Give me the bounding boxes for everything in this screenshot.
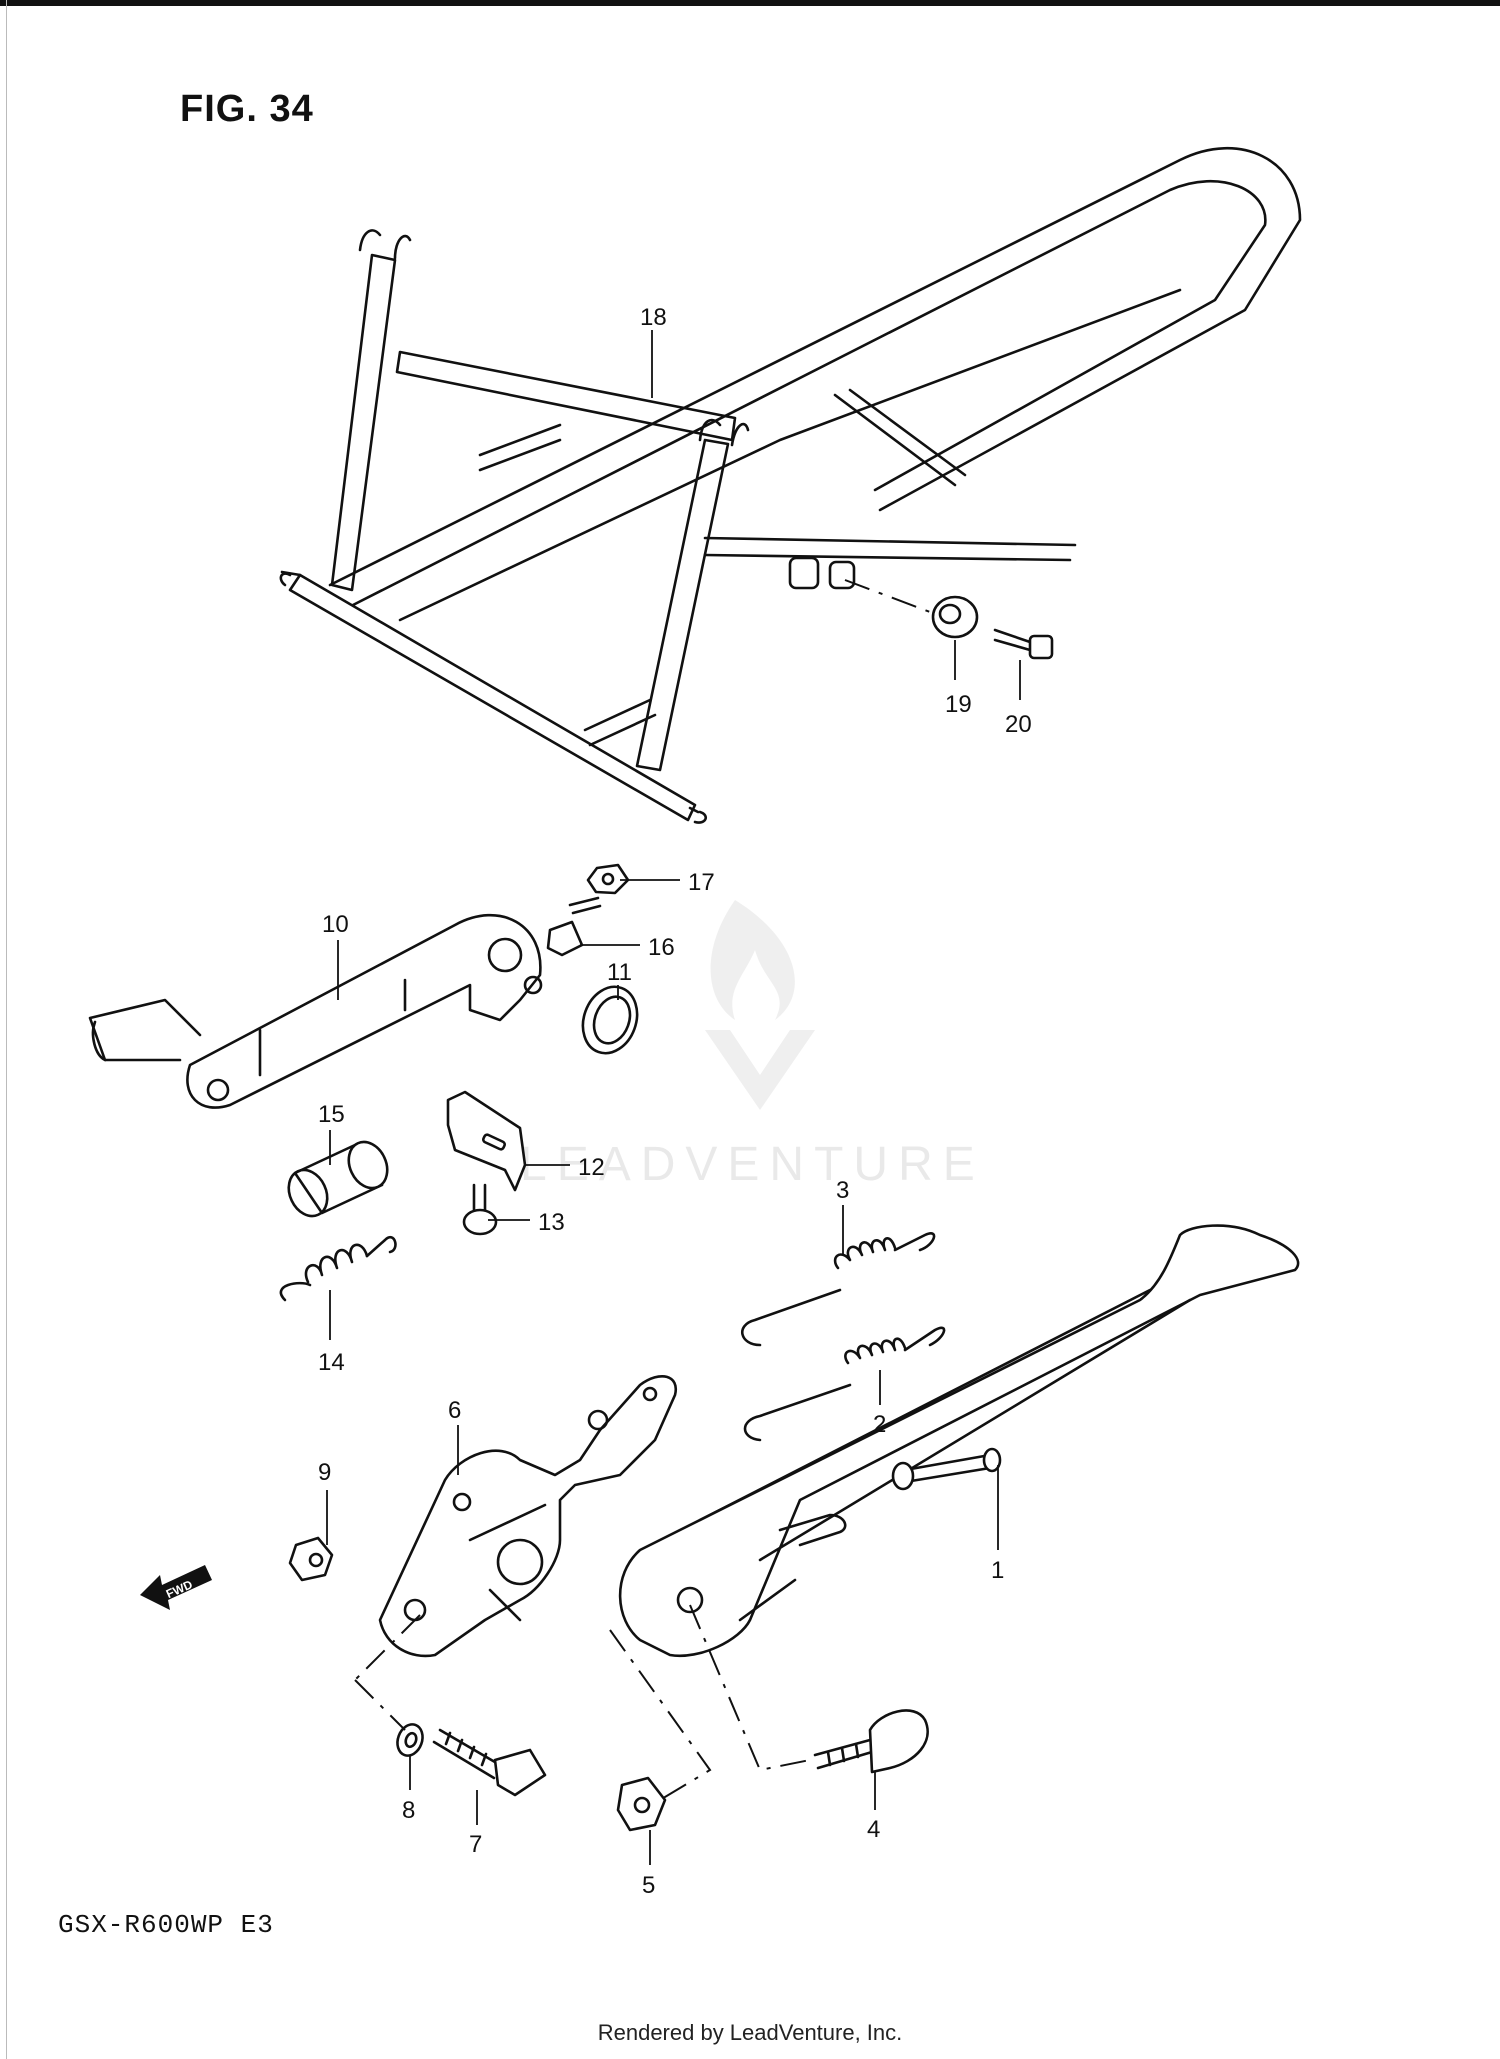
collar-15	[287, 1140, 389, 1218]
model-code: GSX-R600WP E3	[58, 1910, 274, 1940]
callout-1: 1	[991, 1557, 1004, 1584]
nut-9	[288, 1536, 334, 1582]
leader-lines	[326, 330, 1021, 1865]
rear-stand-frame	[279, 146, 1302, 824]
washer-11	[581, 985, 639, 1055]
callout-numbers: 18 19 20 17 16 10 11 12 13 15 14 3 2 1 6…	[318, 304, 1032, 1899]
spring-2	[743, 1326, 946, 1442]
callout-16: 16	[648, 934, 675, 961]
callout-2: 2	[873, 1411, 886, 1438]
bolt-4	[813, 1709, 929, 1774]
watermark-logo: LEADVENTURE	[520, 900, 985, 1191]
callout-8: 8	[402, 1797, 415, 1824]
spring-3	[741, 1232, 936, 1347]
assembly-lines	[354, 579, 931, 1801]
fwd-label: FWD	[164, 1577, 195, 1601]
nut-5	[616, 1776, 667, 1832]
bracket-12	[446, 1090, 527, 1192]
collar-19	[931, 595, 979, 639]
footer-credit: Rendered by LeadVenture, Inc.	[597, 2020, 903, 2045]
callout-13: 13	[538, 1209, 565, 1236]
left-border	[6, 0, 7, 2059]
callout-15: 15	[318, 1101, 345, 1128]
callout-6: 6	[448, 1397, 461, 1424]
fwd-arrow-icon: FWD	[140, 1565, 212, 1610]
washer-8	[396, 1723, 424, 1757]
callout-20: 20	[1005, 711, 1032, 738]
callout-19: 19	[945, 691, 972, 718]
callout-18: 18	[640, 304, 667, 331]
callout-5: 5	[642, 1872, 655, 1899]
screw-13	[462, 1183, 498, 1236]
nut-17	[586, 863, 630, 895]
watermark-text: LEADVENTURE	[520, 1138, 985, 1191]
callout-12: 12	[578, 1154, 605, 1181]
bolt-16	[546, 896, 602, 957]
callout-3: 3	[836, 1177, 849, 1204]
bolt-20	[993, 628, 1054, 660]
stand-bracket-6	[378, 1375, 678, 1658]
callout-10: 10	[322, 911, 349, 938]
side-stand-1	[618, 1224, 1300, 1658]
stand-lever-10	[88, 914, 543, 1109]
callout-4: 4	[867, 1816, 880, 1843]
figure-title: FIG. 34	[180, 88, 314, 130]
callout-7: 7	[469, 1831, 482, 1858]
spring-14	[279, 1236, 397, 1302]
top-border	[0, 0, 1500, 6]
callout-11: 11	[607, 959, 632, 986]
callout-14: 14	[318, 1349, 345, 1376]
bolt-7	[432, 1728, 547, 1797]
callout-17: 17	[688, 869, 715, 896]
callout-9: 9	[318, 1459, 331, 1486]
